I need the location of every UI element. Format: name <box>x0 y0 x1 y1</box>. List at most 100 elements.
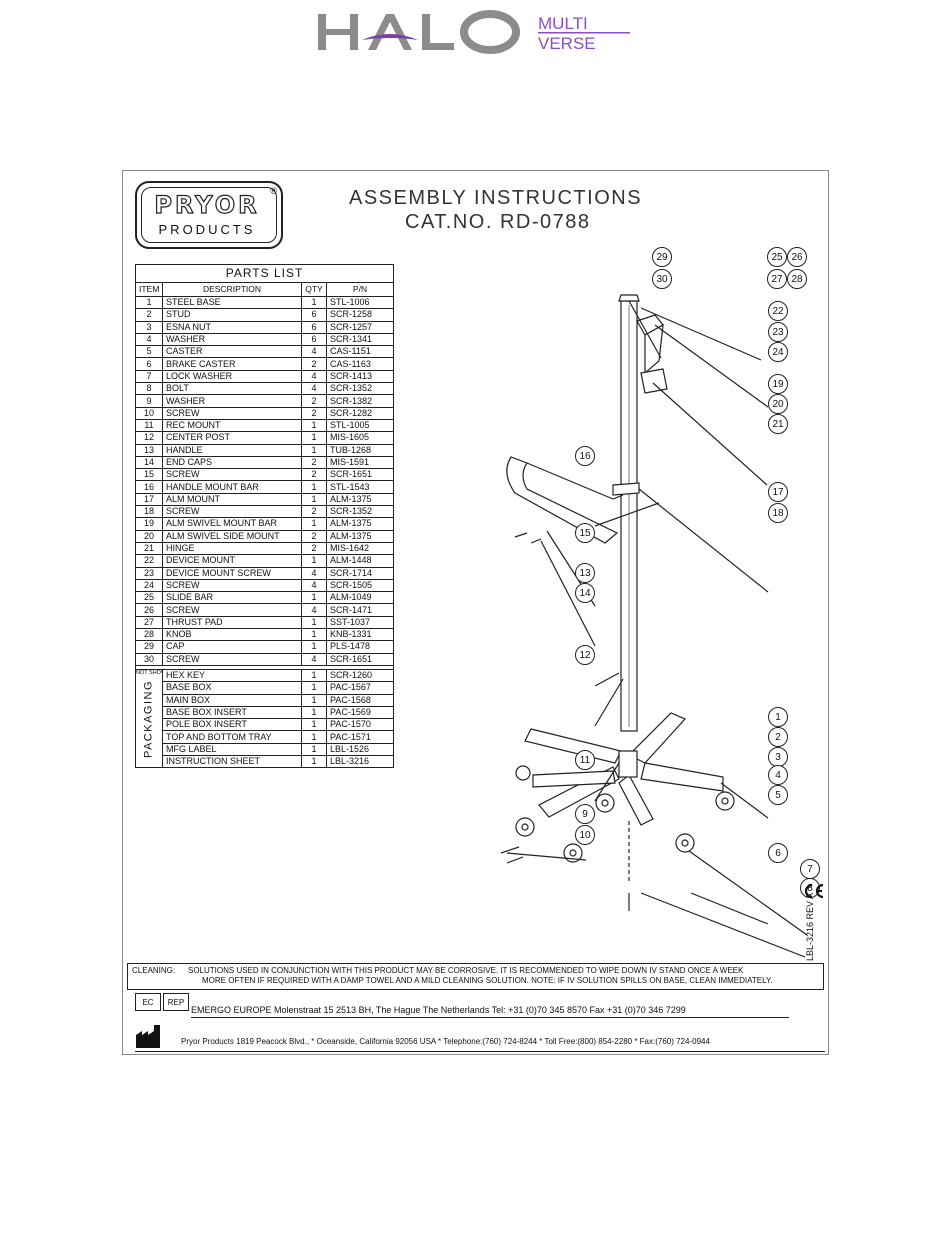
item-pn: ALM-1448 <box>325 554 395 568</box>
item-number: 17 <box>135 492 163 507</box>
callout-number: 14 <box>579 588 591 599</box>
item-number: 21 <box>135 541 163 556</box>
item-qty: 1 <box>301 443 327 457</box>
item-qty: 6 <box>301 320 327 334</box>
callout-number: 5 <box>775 790 781 801</box>
item-description: STEEL BASE <box>162 295 302 310</box>
callout-bubble: 28 <box>787 269 807 289</box>
callout-bubble: 2 <box>768 727 788 747</box>
item-number: 13 <box>135 443 163 457</box>
pryor-products-logo: PRYOR ® PRODUCTS <box>135 181 283 249</box>
item-number: 12 <box>135 431 163 445</box>
item-qty: 1 <box>301 742 327 756</box>
callout-bubble: 22 <box>768 301 788 321</box>
label-code: LBL-3216 REV A <box>805 892 815 961</box>
item-qty: 4 <box>301 345 327 359</box>
item-pn: SCR-1258 <box>325 308 395 322</box>
callout-number: 3 <box>775 752 781 763</box>
item-number: 22 <box>135 554 163 568</box>
item-description: WASHER <box>162 332 302 347</box>
item-pn: TUB-1268 <box>325 443 395 457</box>
title-line-1: ASSEMBLY INSTRUCTIONS <box>349 187 643 209</box>
callout-number: 2 <box>775 732 781 743</box>
item-description: HANDLE MOUNT BAR <box>162 480 302 494</box>
manufacturer-address: Pryor Products 1819 Peacock Blvd., * Oce… <box>181 1037 710 1046</box>
halo-multiverse-logo: MULTI VERSE <box>318 10 630 54</box>
callout-number: 16 <box>579 451 591 462</box>
callout-number: 12 <box>579 650 591 661</box>
callout-number: 29 <box>656 252 668 263</box>
registered-mark: ® <box>270 186 277 196</box>
item-pn: SCR-1714 <box>325 566 395 580</box>
brand-name: PRYOR <box>154 190 260 219</box>
callout-bubble: 10 <box>575 825 595 845</box>
item-qty: 4 <box>301 369 327 384</box>
item-description: BASE BOX <box>162 681 302 695</box>
item-number: 23 <box>135 566 163 580</box>
item-description: SCREW <box>162 578 302 593</box>
callout-bubble: 19 <box>768 374 788 394</box>
item-description: BRAKE CASTER <box>162 357 302 371</box>
ec-symbol: EC <box>135 993 161 1011</box>
callout-number: 19 <box>772 379 784 390</box>
item-number: 3 <box>135 320 163 334</box>
item-pn: SCR-1651 <box>325 468 395 482</box>
item-pn: SCR-1651 <box>325 652 395 666</box>
item-qty: 2 <box>301 357 327 371</box>
item-description: REC MOUNT <box>162 418 302 433</box>
item-pn: SCR-1352 <box>325 382 395 396</box>
callout-bubble: 13 <box>575 563 595 583</box>
ec-rep-address: EMERGO EUROPE Molenstraat 15 2513 BH, Th… <box>191 1005 686 1015</box>
item-description: MAIN BOX <box>162 693 302 707</box>
item-number: 20 <box>135 529 163 543</box>
callout-bubble: 4 <box>768 765 788 785</box>
packaging-label: PACKAGING <box>142 679 155 758</box>
item-pn: ALM-1375 <box>325 517 395 531</box>
item-description: CASTER <box>162 345 302 359</box>
callout-number: 1 <box>775 712 781 723</box>
item-qty: 2 <box>301 505 327 519</box>
callout-number: 17 <box>772 487 784 498</box>
item-number: 4 <box>135 332 163 347</box>
callout-bubble: 9 <box>575 804 595 824</box>
item-qty: 1 <box>301 754 327 769</box>
callout-number: 11 <box>580 755 591 766</box>
item-qty: 1 <box>301 492 327 507</box>
item-pn: SCR-1352 <box>325 505 395 519</box>
callout-number: 25 <box>771 252 783 263</box>
item-qty: 2 <box>301 541 327 556</box>
callout-number: 27 <box>771 274 783 285</box>
item-description: MFG LABEL <box>162 742 302 756</box>
item-description: CENTER POST <box>162 431 302 445</box>
callout-number: 15 <box>579 528 591 539</box>
callout-number: 7 <box>807 864 813 875</box>
item-description: BOLT <box>162 382 302 396</box>
item-pn: SCR-1257 <box>325 320 395 334</box>
item-description: STUD <box>162 308 302 322</box>
callout-bubble: 7 <box>800 859 820 879</box>
item-qty: 4 <box>301 382 327 396</box>
item-pn: PAC-1570 <box>325 718 395 732</box>
item-qty: 1 <box>301 295 327 310</box>
item-description: POLE BOX INSERT <box>162 718 302 732</box>
item-pn: STL-1543 <box>325 480 395 494</box>
item-description: HANDLE <box>162 443 302 457</box>
parts-list-title: PARTS LIST <box>134 264 395 283</box>
callout-number: 13 <box>579 568 591 579</box>
cleaning-line-2: MORE OFTEN IF REQUIRED WITH A DAMP TOWEL… <box>202 976 773 985</box>
